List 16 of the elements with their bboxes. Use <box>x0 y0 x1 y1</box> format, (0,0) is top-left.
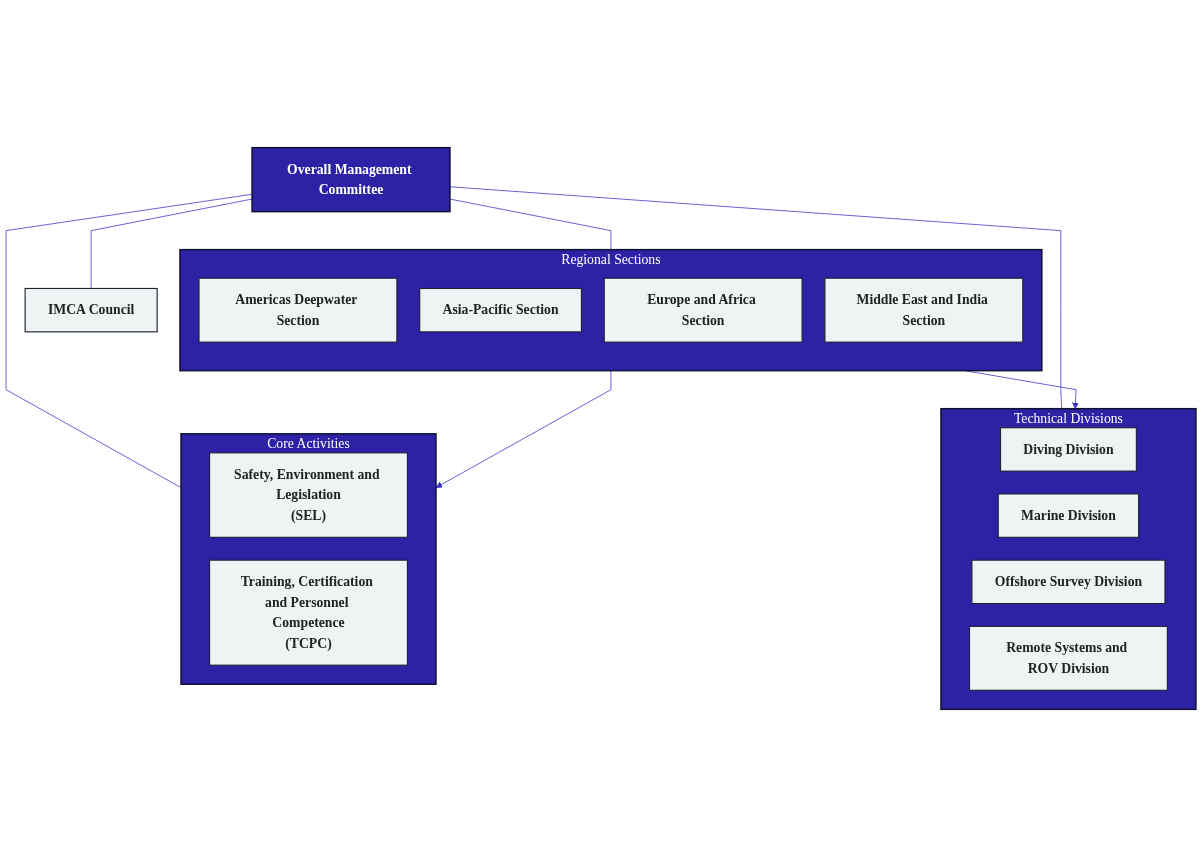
connector <box>449 186 1063 410</box>
connector <box>90 198 253 289</box>
node-box: Middle East and India Section <box>824 277 1024 343</box>
node-box: Remote Systems and ROV Division <box>968 625 1168 691</box>
node-box: Americas Deepwater Section <box>198 277 398 343</box>
node-box: Diving Division <box>999 427 1137 472</box>
node-box: Offshore Survey Division <box>971 559 1166 605</box>
node-box: Safety, Environment and Legislation (SEL) <box>209 452 408 538</box>
connector <box>5 193 253 488</box>
node-box: Europe and Africa Section <box>603 277 803 343</box>
node-box: Training, Certification and Personnel Competence (TCPC) <box>209 559 408 666</box>
node-box: Marine Division <box>997 493 1140 538</box>
node-box: Overall Management Committee <box>251 146 451 213</box>
node-box: Asia-Pacific Section <box>419 287 582 333</box>
node-box: IMCA Council <box>24 287 158 333</box>
connector <box>449 198 612 251</box>
